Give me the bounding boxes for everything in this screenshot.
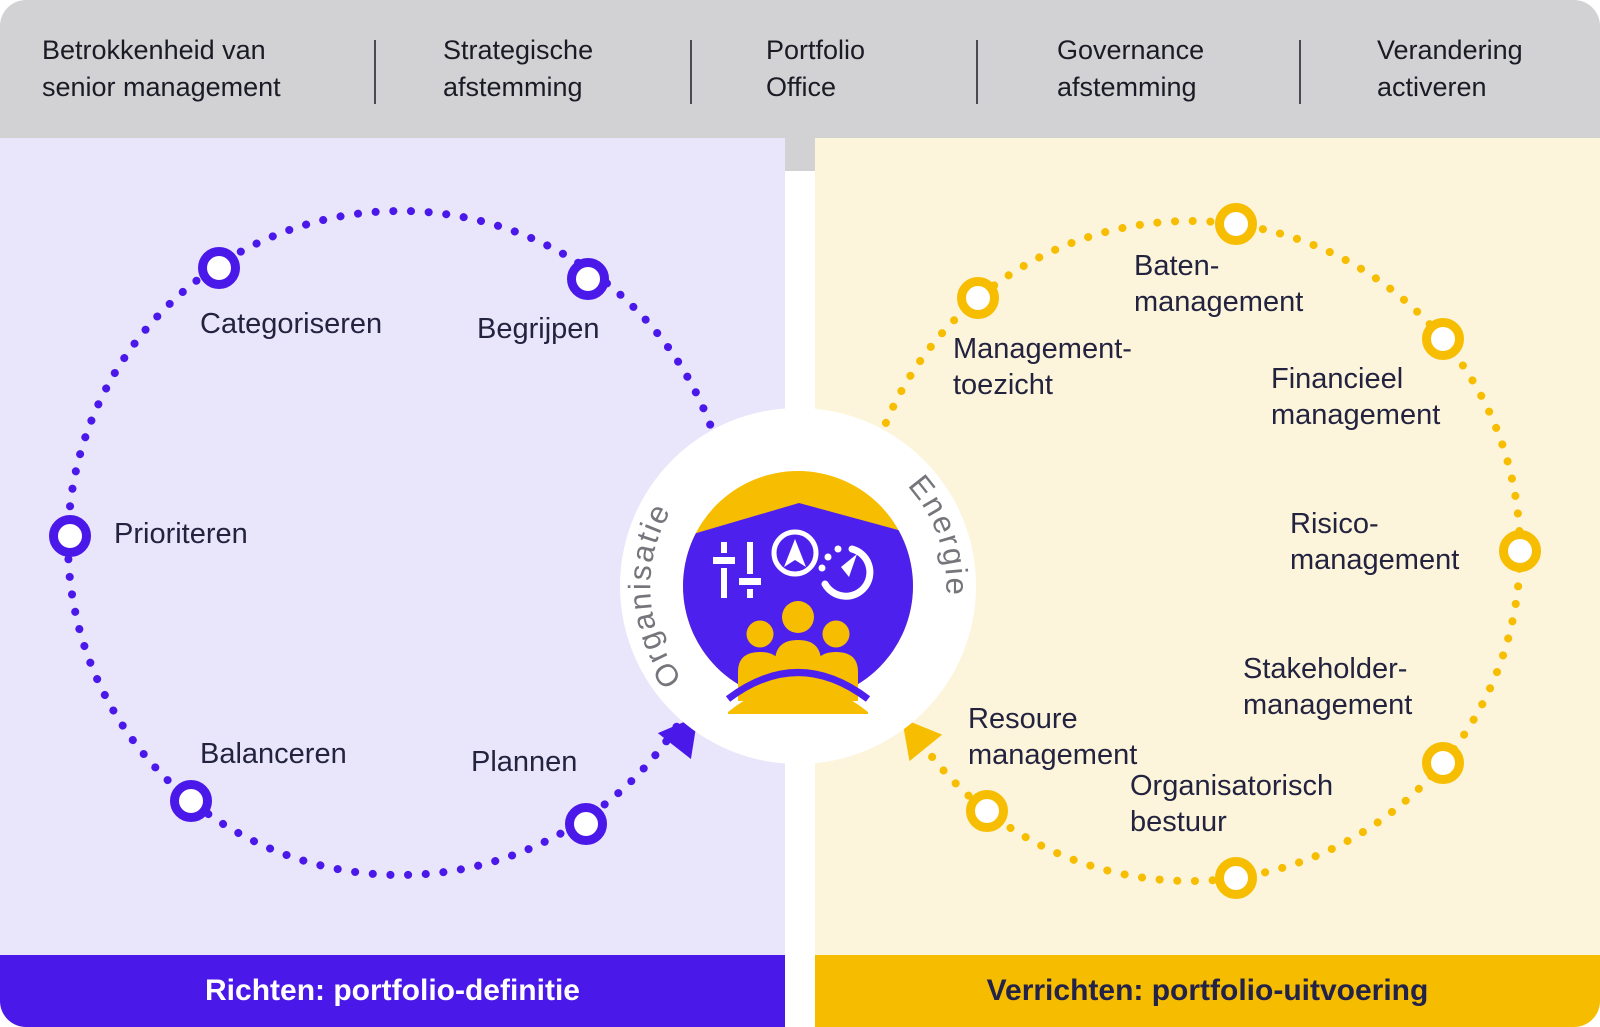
sliders-icon bbox=[713, 542, 761, 598]
node-organisatorisch-bestuur bbox=[1215, 857, 1257, 899]
label-categoriseren: Categoriseren bbox=[200, 308, 383, 340]
header-item-senior-management: Betrokkenheid van senior management bbox=[42, 35, 281, 102]
header-item-governance-afstemming: Governance afstemming bbox=[1057, 35, 1205, 102]
label-prioriteren: Prioriteren bbox=[114, 518, 248, 550]
node-batenmanagement bbox=[1215, 203, 1257, 245]
header-divider bbox=[690, 40, 692, 104]
label-organisatorisch-bestuur: Organisatorisch bestuur bbox=[1130, 770, 1334, 838]
people-icon bbox=[725, 601, 871, 714]
header-item-verandering-activeren: Verandering activeren bbox=[1377, 35, 1523, 102]
node-prioriteren bbox=[49, 515, 91, 557]
label-financieel-management: Financieel management bbox=[1271, 363, 1441, 431]
compass-icon bbox=[771, 529, 819, 577]
left-cycle-arrow-icon bbox=[657, 716, 698, 759]
footer-verrichten-bar: Verrichten: portfolio-uitvoering bbox=[815, 955, 1600, 1027]
center-emblem: Organisatie Energie bbox=[620, 408, 976, 764]
node-managementtoezicht bbox=[957, 277, 999, 319]
label-balanceren: Balanceren bbox=[200, 738, 347, 770]
node-categoriseren bbox=[198, 247, 240, 289]
label-begrijpen: Begrijpen bbox=[477, 313, 600, 345]
label-risicomanagement: Risico- management bbox=[1290, 508, 1460, 576]
footer-richten-label: Richten: portfolio-definitie bbox=[205, 974, 580, 1007]
label-plannen: Plannen bbox=[471, 746, 578, 778]
node-financieel-management bbox=[1422, 318, 1464, 360]
node-begrijpen bbox=[567, 258, 609, 300]
label-managementtoezicht: Management- toezicht bbox=[953, 333, 1132, 401]
footer-verrichten-label: Verrichten: portfolio-uitvoering bbox=[986, 974, 1429, 1007]
label-resource-management: Resoure management bbox=[968, 703, 1138, 771]
node-stakeholdermanagement bbox=[1422, 742, 1464, 784]
right-cycle-arrow-icon bbox=[901, 718, 943, 762]
node-risicomanagement bbox=[1499, 530, 1541, 572]
label-stakeholdermanagement: Stakeholder- management bbox=[1243, 653, 1413, 721]
header-item-portfolio-office: Portfolio Office bbox=[766, 35, 866, 102]
header-divider bbox=[374, 40, 376, 104]
gauge-icon bbox=[818, 545, 874, 600]
header-item-strategische-afstemming: Strategische afstemming bbox=[443, 35, 594, 102]
header-divider bbox=[976, 40, 978, 104]
footer-richten-bar: Richten: portfolio-definitie bbox=[0, 955, 785, 1027]
label-batenmanagement: Baten- management bbox=[1134, 250, 1304, 318]
header-bar: Betrokkenheid van senior management Stra… bbox=[0, 0, 1600, 138]
node-balanceren bbox=[170, 780, 212, 822]
node-resource-management bbox=[966, 790, 1008, 832]
node-plannen bbox=[565, 803, 607, 845]
header-divider bbox=[1299, 40, 1301, 104]
header-gap-tab bbox=[785, 138, 815, 171]
